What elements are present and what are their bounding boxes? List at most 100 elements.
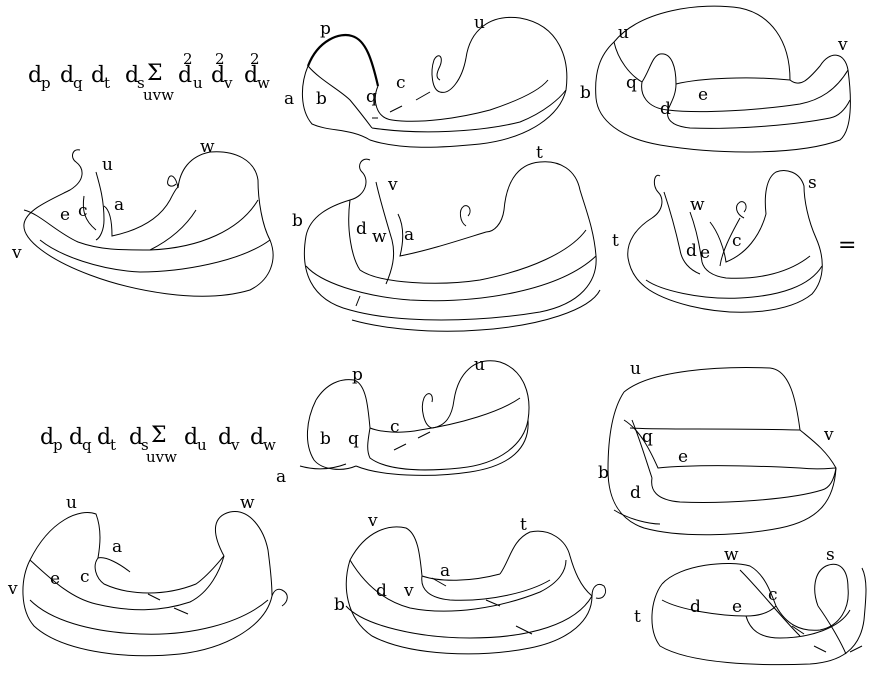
dash (173, 607, 189, 615)
surface-bot-1: p u b q c a (276, 355, 530, 487)
inner-curve (375, 181, 395, 285)
formula-bottom-sub-q: q (82, 436, 92, 454)
label-e: e (732, 597, 742, 617)
inner-curve (745, 609, 851, 639)
outline (349, 526, 501, 581)
label-v: v (837, 35, 848, 55)
label-w: w (690, 195, 705, 215)
formula-top-sub-v: v (223, 74, 233, 92)
label-d: d (630, 483, 641, 503)
inner-curve (675, 77, 791, 85)
label-a: a (276, 467, 286, 487)
formula-top-exp-w: 2 (250, 50, 260, 68)
dash (355, 295, 361, 307)
inner-curve (307, 65, 373, 129)
label-u: u (630, 359, 641, 379)
outline (627, 170, 823, 313)
inner-curve (631, 419, 653, 479)
label-e: e (678, 447, 688, 467)
inner-curve (645, 265, 823, 299)
outline (315, 360, 530, 471)
label-a: a (114, 195, 124, 215)
inner-curve (689, 211, 811, 279)
formula-bottom-sub-p: p (53, 436, 63, 454)
label-d: d (376, 581, 387, 601)
label-d: d (356, 219, 367, 239)
formula-top: d p d q d t d s Σ uvw 2 d u 2 d v 2 d w (28, 50, 270, 104)
label-a: a (440, 561, 450, 581)
dash (351, 289, 601, 332)
inner-curve (719, 217, 741, 267)
label-v: v (823, 425, 834, 445)
hook (421, 393, 433, 429)
outline (651, 567, 867, 666)
inner-curve (23, 199, 259, 251)
formula-top-d-5: d (178, 63, 192, 88)
surface-bot-2: u v q e b d (598, 359, 837, 536)
label-p: p (320, 19, 331, 39)
label-e: e (60, 205, 70, 225)
surface-mid-3: w s t d e c (612, 170, 823, 313)
inner-curve (374, 79, 549, 122)
label-u: u (474, 13, 485, 33)
formula-top-sub-u: u (193, 74, 203, 92)
dash (515, 625, 533, 635)
outline (301, 16, 568, 148)
inner-curve (103, 187, 179, 237)
inner-curve (651, 467, 837, 503)
inner-curve (94, 555, 225, 594)
formula-top-sub-w: w (257, 74, 270, 92)
label-c: c (732, 231, 742, 251)
inner-curve (149, 209, 197, 251)
inner-curve (371, 89, 567, 133)
inner-curve (355, 419, 529, 476)
formula-bottom-sum: Σ (151, 423, 167, 448)
outline (345, 559, 607, 655)
label-v: v (11, 243, 22, 263)
dash (431, 577, 447, 587)
label-s: s (826, 545, 835, 565)
formula-top-sub-t: t (104, 74, 110, 92)
label-b: b (334, 595, 345, 615)
formula-bottom-sum-index: uvw (146, 448, 177, 466)
outline (661, 562, 849, 631)
inner-curve (613, 509, 661, 525)
formula-top-sub-q: q (73, 74, 83, 92)
inner-curve (709, 213, 767, 263)
formula-bottom-d-4: d (129, 425, 143, 450)
formula-bottom-sub-w: w (263, 436, 276, 454)
dash (849, 645, 863, 653)
label-a: a (404, 225, 414, 245)
label-d: d (686, 241, 697, 261)
inner-curve (305, 255, 597, 302)
inner-curve (613, 41, 677, 111)
inner-curve (39, 239, 271, 273)
inner-curve (663, 191, 701, 275)
formula-top-d-4: d (125, 63, 139, 88)
label-t: t (520, 515, 527, 535)
label-c: c (80, 567, 90, 587)
formula-top-d-6: d (211, 63, 225, 88)
inner-curve (215, 511, 273, 597)
outline (306, 399, 357, 470)
outline (22, 559, 288, 657)
label-v2: v (403, 581, 414, 601)
label-d: d (690, 597, 701, 617)
formula-top-exp-v: 2 (215, 50, 225, 68)
label-q: q (348, 429, 359, 449)
label-b: b (598, 463, 609, 483)
surface-low-1: u w a v e c (7, 493, 288, 657)
inner-curve (345, 595, 593, 639)
inner-curve (739, 569, 801, 637)
label-t: t (634, 607, 641, 627)
formula-bottom-d-7: d (250, 425, 264, 450)
inner-curve (817, 605, 847, 655)
formula-bottom-d-2: d (69, 425, 83, 450)
dash (791, 625, 805, 635)
label-q: q (626, 73, 637, 93)
formula-bottom-d-3: d (97, 425, 111, 450)
label-u: u (618, 23, 629, 43)
inner-curve (29, 555, 225, 611)
formula-top-sub-s: s (137, 74, 145, 92)
dash (389, 105, 403, 113)
